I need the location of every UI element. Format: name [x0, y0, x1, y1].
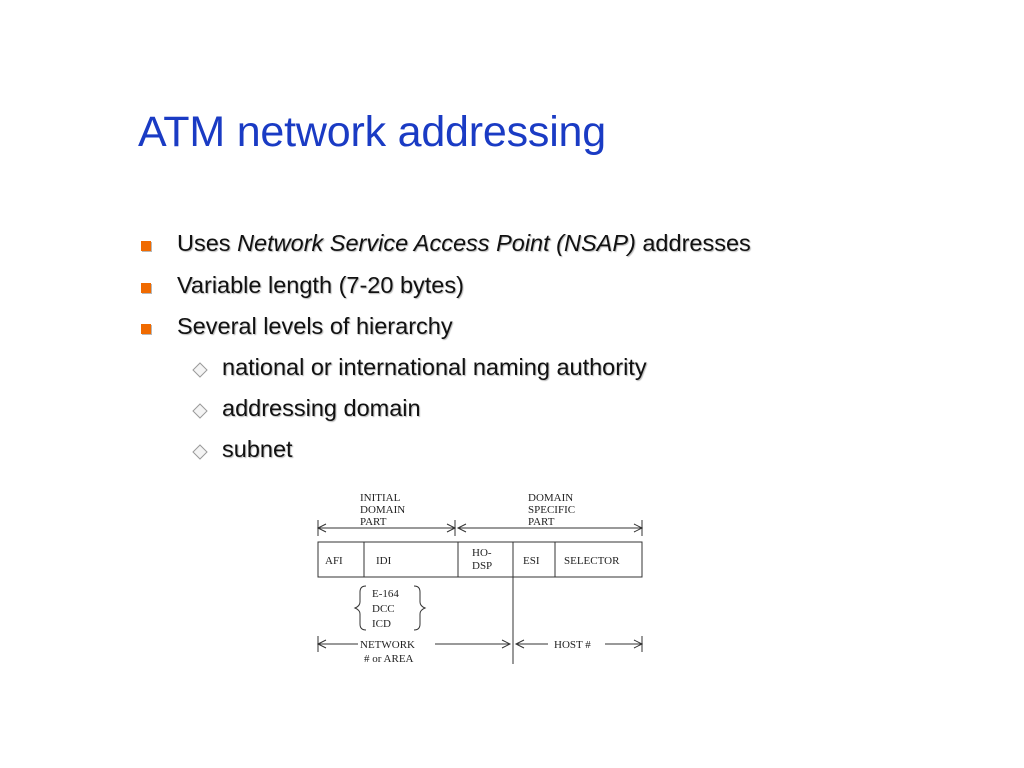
- idi-type: ICD: [372, 618, 391, 630]
- slide-title: ATM network addressing: [138, 108, 606, 156]
- diamond-bullet-icon: [192, 403, 208, 419]
- square-bullet-icon: [141, 241, 151, 251]
- idp-label-line: DOMAIN: [360, 504, 405, 516]
- dsp-label-line: PART: [528, 516, 555, 528]
- square-bullet-icon: [141, 324, 151, 334]
- field-idi: IDI: [376, 555, 392, 567]
- bullet-item-length: Variable length (7-20 bytes): [177, 272, 464, 298]
- idi-type: DCC: [372, 603, 395, 615]
- subbullet-item: addressing domain: [222, 395, 421, 421]
- dsp-label-line: SPECIFIC: [528, 504, 575, 516]
- idp-label-line: INITIAL: [360, 492, 401, 504]
- host-label: HOST #: [554, 639, 591, 651]
- nsap-address-diagram: INITIAL DOMAIN PART DOMAIN SPECIFIC PART…: [316, 492, 644, 665]
- network-label: # or AREA: [364, 653, 414, 665]
- subbullet-item: national or international naming authori…: [222, 354, 647, 380]
- bullet-italic-text: Network Service Access Point (NSAP): [237, 230, 636, 256]
- square-bullet-icon: [141, 283, 151, 293]
- bullet-item-hierarchy: Several levels of hierarchy: [177, 313, 453, 339]
- field-esi: ESI: [523, 555, 540, 567]
- subbullet-item: subnet: [222, 436, 293, 462]
- bullet-text: addresses: [635, 230, 751, 256]
- diamond-bullet-icon: [192, 362, 208, 378]
- diamond-bullet-icon: [192, 444, 208, 460]
- field-ho-dsp: DSP: [472, 560, 492, 572]
- idp-label-line: PART: [360, 516, 387, 528]
- field-afi: AFI: [325, 555, 343, 567]
- idi-type: E-164: [372, 588, 399, 600]
- bullet-text: Uses: [177, 230, 238, 256]
- network-label: NETWORK: [360, 639, 415, 651]
- dsp-label-line: DOMAIN: [528, 492, 573, 504]
- field-selector: SELECTOR: [564, 555, 620, 567]
- field-ho-dsp: HO-: [472, 547, 492, 559]
- bullet-item-nsap: Uses Network Service Access Point (NSAP)…: [177, 230, 751, 257]
